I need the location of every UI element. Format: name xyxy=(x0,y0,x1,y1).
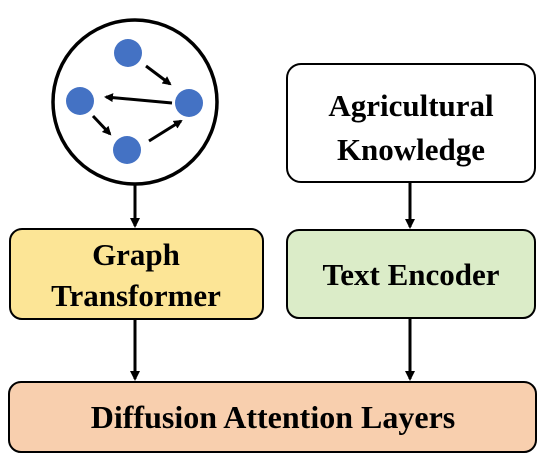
diffusion-attention-layers-rect xyxy=(8,381,537,453)
agricultural-knowledge-label-line1: Agricultural xyxy=(328,88,494,123)
diffusion-attention-layers-box: Diffusion Attention Layers xyxy=(8,381,537,453)
diffusion-attention-layers-label: Diffusion Attention Layers xyxy=(91,399,455,435)
graph-transformer-box: Graph Transformer xyxy=(9,228,264,320)
graph-icon xyxy=(51,18,219,186)
agricultural-knowledge-box: Agricultural Knowledge xyxy=(286,63,536,183)
graph-edge-top-right xyxy=(145,64,172,86)
agricultural-knowledge-label-line2: Knowledge xyxy=(337,132,485,167)
graph-node-left xyxy=(66,87,94,115)
text-encoder-label: Text Encoder xyxy=(322,257,499,292)
graph-node-bottom xyxy=(113,136,141,164)
graph-edge-right-left xyxy=(104,93,173,105)
graph-transformer-label-line1: Graph xyxy=(92,237,180,272)
text-encoder-box: Text Encoder xyxy=(286,229,536,319)
graph-edge-bottom-right xyxy=(148,119,183,143)
graph-node-right xyxy=(175,89,203,117)
graph-node-top xyxy=(114,39,142,67)
graph-edge-left-bottom xyxy=(91,114,112,136)
graph-transformer-label-line2: Transformer xyxy=(51,278,221,313)
